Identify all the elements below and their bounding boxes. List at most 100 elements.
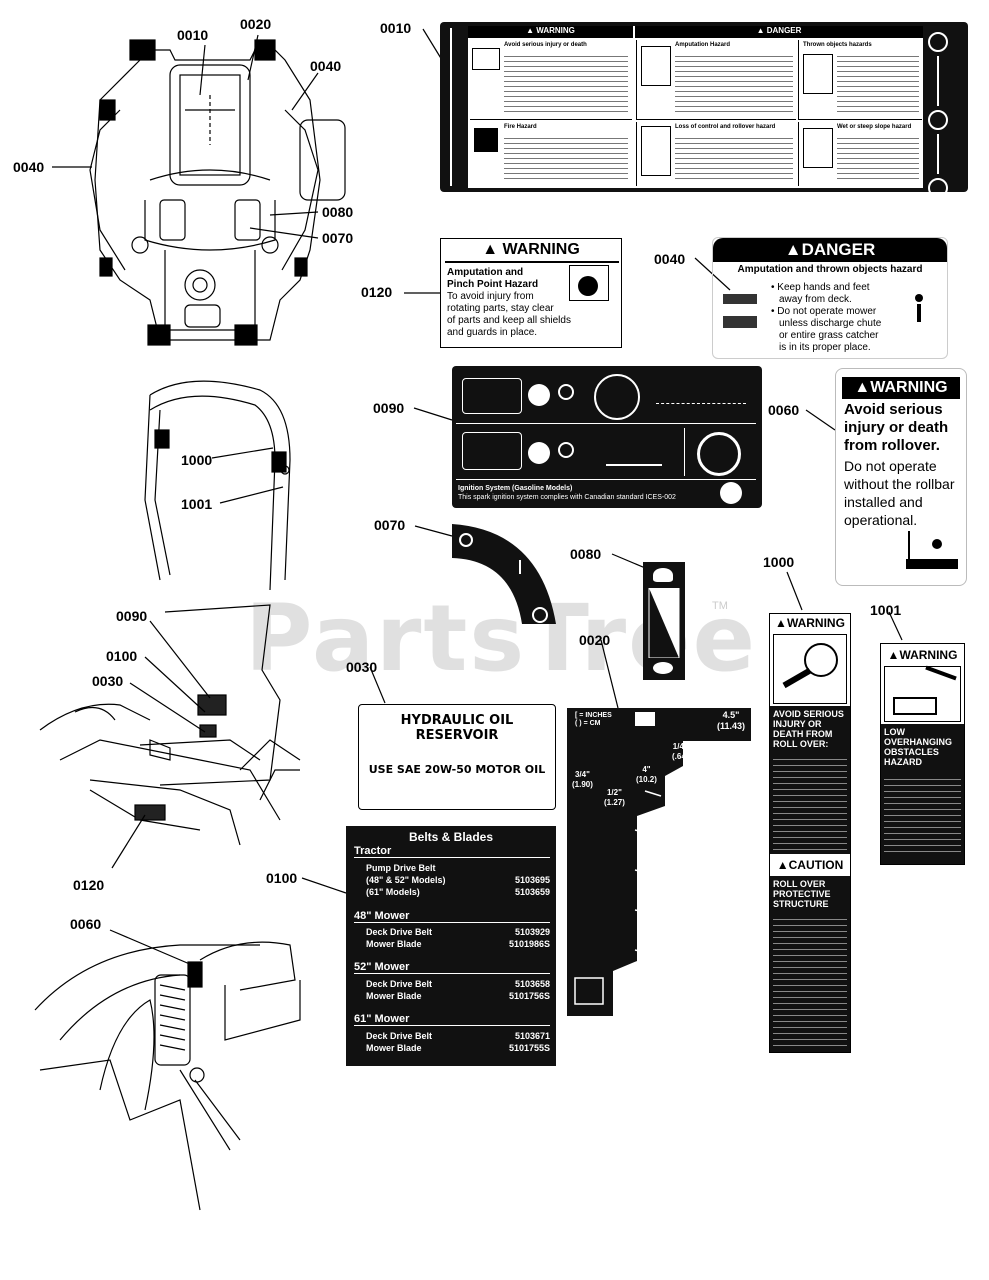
decal-0100-tractor: Tractor	[354, 845, 550, 858]
decal-0100-48-mower: 48" Mower	[354, 910, 550, 923]
callout-1000-rollbar: 1000	[181, 452, 213, 468]
decal-0010-p4-text	[675, 134, 793, 182]
decal-0010-panel-5: Thrown objects hazards	[798, 40, 922, 120]
tractor-top-view	[89, 39, 346, 346]
rollover-tractor-icon	[773, 634, 847, 704]
callout-0070-tractor: 0070	[322, 230, 354, 246]
ignition-icon-2	[558, 442, 574, 458]
ignition-icon	[558, 384, 574, 400]
callout-0040-decal: 0040	[654, 251, 686, 267]
rollbar-drawing	[144, 380, 291, 591]
decal-0090: Ignition System (Gasoline Models) This s…	[452, 366, 762, 508]
decal-0010-p2-text	[504, 134, 628, 182]
decal-0060: ▲WARNING Avoid serious injury or death f…	[835, 368, 967, 586]
decal-0010-panel-6: Wet or steep slope hazard	[798, 122, 922, 186]
decal-0020-4: 4"(10.2)	[636, 765, 657, 784]
decal-0010-panel-2: Fire Hazard	[470, 122, 632, 186]
decal-0120-header: ▲ WARNING	[482, 241, 580, 258]
callout-0120-decal: 0120	[361, 284, 393, 300]
decal-0020-2: 2"(5.1)	[638, 892, 655, 911]
decal-0100-title: Belts & Blades	[408, 830, 494, 844]
callout-0080-decal: 0080	[570, 546, 602, 562]
decal-0100: Belts & Blades Tractor Pump Drive Belt (…	[346, 826, 556, 1066]
decal-0070	[452, 524, 556, 624]
decal-1000-header: ▲WARNING	[775, 616, 845, 630]
decal-0010-p1-title: Avoid serious injury or death	[504, 42, 587, 48]
decal-0030: HYDRAULIC OIL RESERVOIR USE SAE 20W-50 M…	[358, 704, 556, 810]
decal-0010-danger-header: ▲ DANGER	[635, 26, 923, 38]
decal-0010-warning-header: ▲ WARNING	[468, 26, 633, 38]
speed-wedge	[648, 588, 680, 658]
decal-0120: ▲ WARNING Amputation and Pinch Point Haz…	[440, 238, 622, 348]
decal-0010-panel: ▲ WARNING ▲ DANGER Avoid serious injury …	[468, 26, 923, 188]
decal-0020-12: 1/2"(1.27)	[604, 788, 625, 807]
decal-0010-p5-text	[837, 52, 919, 114]
callout-0060-suspension: 0060	[70, 916, 102, 932]
decal-0040-body: • Keep hands and feet away from deck. • …	[771, 282, 882, 353]
thrown-objects-person-icon	[901, 292, 937, 332]
thrown-debris-icon	[656, 386, 746, 404]
decal-0080	[643, 562, 685, 680]
trademark: TM	[712, 600, 728, 612]
hand-foot-icon	[719, 288, 769, 336]
decal-0010-panel-3: Amputation Hazard	[636, 40, 796, 120]
decal-0010-panel-4: Loss of control and rollover hazard	[636, 122, 796, 186]
callout-1001-decal: 1001	[870, 602, 902, 618]
decal-1000-caution-header: ▲CAUTION	[776, 858, 844, 872]
stop-icon-2	[528, 442, 550, 464]
callout-0120-deck: 0120	[73, 877, 105, 893]
rollover-icon	[641, 126, 671, 176]
decal-0010-p5-title: Thrown objects hazards	[803, 42, 872, 48]
decal-0020-14: 1/4"(.64)	[672, 742, 689, 761]
decal-0010-p3-title: Amputation Hazard	[675, 42, 731, 48]
decal-0010-p1-text	[504, 52, 628, 114]
callout-1000-decal: 1000	[763, 554, 795, 570]
fire-icon	[474, 128, 498, 152]
decal-0120-title: Amputation and Pinch Point Hazard	[447, 267, 539, 290]
tractor-seat-icon	[462, 432, 522, 470]
callout-0030-deck: 0030	[92, 673, 124, 689]
deck-icon	[606, 436, 662, 466]
decal-0030-title: HYDRAULIC OIL RESERVOIR	[400, 713, 514, 743]
decal-0020-34: 3/4"(1.90)	[572, 770, 593, 789]
decal-0040: ▲DANGER Amputation and thrown objects ha…	[712, 237, 948, 359]
decal-0100-52-mower: 52" Mower	[354, 961, 550, 974]
decal-0010-p4-title: Loss of control and rollover hazard	[675, 124, 776, 130]
callout-0040-tractor-right: 0040	[310, 58, 342, 74]
decal-0010-p6-title: Wet or steep slope hazard	[837, 124, 912, 130]
decal-0010: ▲ WARNING ▲ DANGER Avoid serious injury …	[440, 22, 968, 198]
suspension-drawing	[34, 941, 301, 1211]
decal-0060-body: Do not operate without the rollbar insta…	[844, 458, 955, 528]
callout-0070-decal: 0070	[374, 517, 406, 533]
deck-area-drawing	[39, 604, 301, 846]
decal-0040-subtitle: Amputation and thrown objects hazard	[737, 264, 923, 275]
callout-0030-decal: 0030	[346, 659, 378, 675]
callout-0010-tractor: 0010	[177, 27, 209, 43]
decal-0010-panel-1: Avoid serious injury or death	[470, 40, 632, 120]
decal-0010-right-scale	[927, 32, 949, 198]
decal-0090-row-1	[456, 370, 756, 424]
callout-0060-decal: 0060	[768, 402, 800, 418]
decal-1001-header: ▲WARNING	[887, 648, 958, 662]
decal-0010-p6-text	[837, 134, 919, 182]
thrown-objects-icon	[803, 54, 833, 94]
callout-0090-deck: 0090	[116, 608, 148, 624]
decal-0010-p2-title: Fire Hazard	[504, 124, 537, 130]
rollbar-operator-icon	[902, 529, 962, 575]
stop-icon	[528, 384, 550, 406]
callout-0080-tractor: 0080	[322, 204, 354, 220]
callout-0100-deck: 0100	[106, 648, 138, 664]
decal-0090-row-2	[456, 426, 756, 480]
decal-0010-left-scale	[450, 28, 464, 186]
turtle-icon	[653, 662, 673, 674]
decal-0020-shape	[567, 708, 751, 1016]
blade-icon	[594, 374, 640, 420]
callout-0100-decal: 0100	[266, 870, 298, 886]
callout-0010-decal: 0010	[380, 20, 412, 36]
